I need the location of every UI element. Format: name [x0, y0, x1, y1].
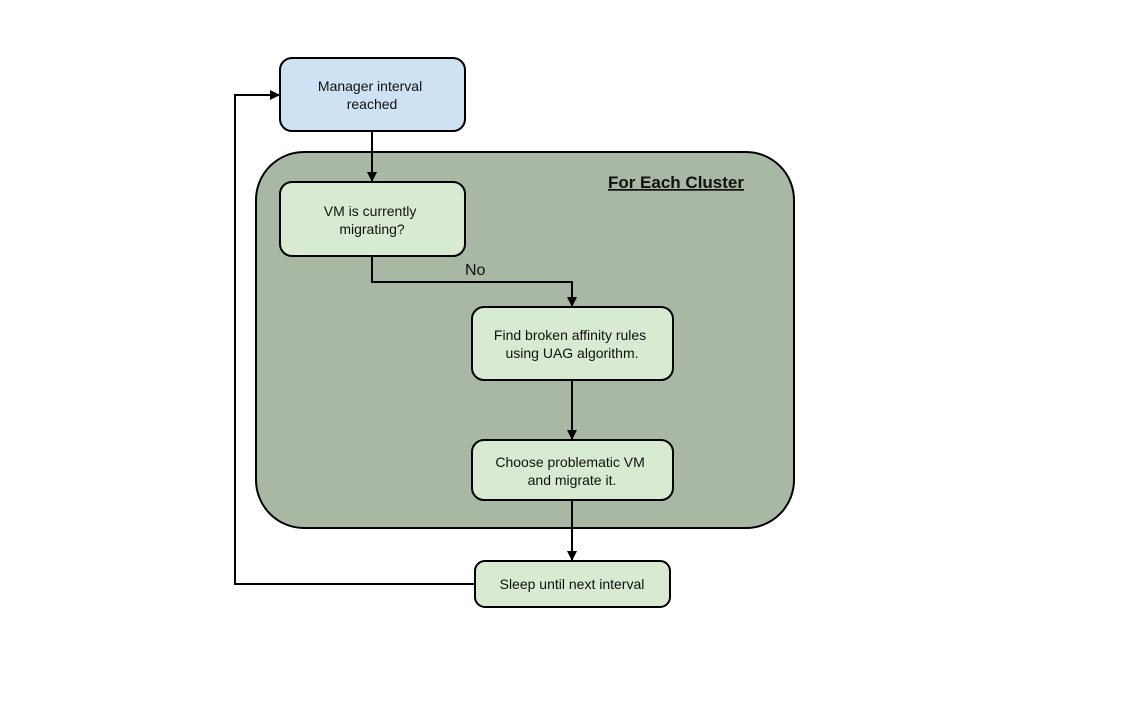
start-node[interactable] [279, 57, 466, 132]
find-node-text: Find broken affinity rules using UAG alg… [494, 327, 650, 361]
start-node-line2: reached [347, 96, 398, 112]
choose-node-line1: Choose problematic VM [495, 454, 644, 470]
check-node[interactable] [279, 181, 466, 257]
start-node-line1: Manager interval [318, 78, 422, 94]
check-node-text: VM is currently migrating? [324, 203, 420, 237]
edge-no-label: No [465, 262, 486, 279]
find-node[interactable] [471, 306, 674, 381]
edge-sleep-to-start [234, 90, 475, 585]
start-node-text: Manager interval reached [318, 78, 426, 112]
sleep-node-text: Sleep until next interval [500, 576, 645, 592]
choose-node[interactable] [471, 439, 674, 501]
find-node-line1: Find broken affinity rules [494, 327, 646, 343]
cluster-title: For Each Cluster [608, 173, 744, 192]
edge-check-to-find [371, 256, 577, 307]
choose-node-text: Choose problematic VM and migrate it. [495, 454, 648, 488]
find-node-line2: using UAG algorithm. [505, 345, 638, 361]
choose-node-line2: and migrate it. [528, 472, 617, 488]
check-node-line1: VM is currently [324, 203, 417, 219]
check-node-line2: migrating? [339, 221, 405, 237]
